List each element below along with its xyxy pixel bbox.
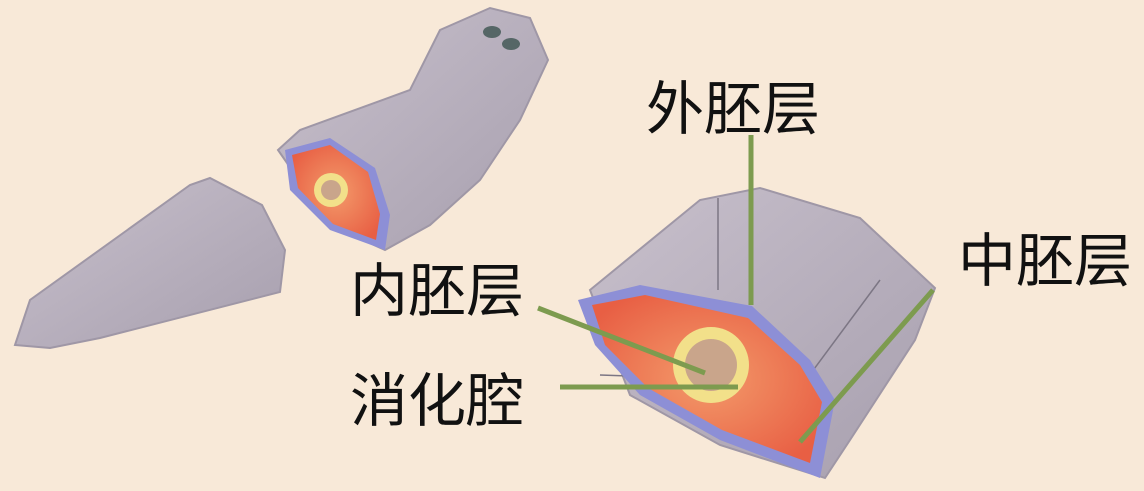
eyespot-right	[502, 38, 520, 50]
body-tail-fragment	[15, 178, 285, 348]
eyespot-left	[483, 26, 501, 38]
endoderm-label: 内胚层	[350, 262, 524, 320]
section-cavity	[685, 339, 737, 391]
small-section-cavity	[321, 180, 341, 200]
mesoderm-label: 中胚层	[958, 232, 1132, 290]
ectoderm-label: 外胚层	[646, 80, 820, 138]
digestive-cavity-label: 消化腔	[350, 372, 524, 430]
